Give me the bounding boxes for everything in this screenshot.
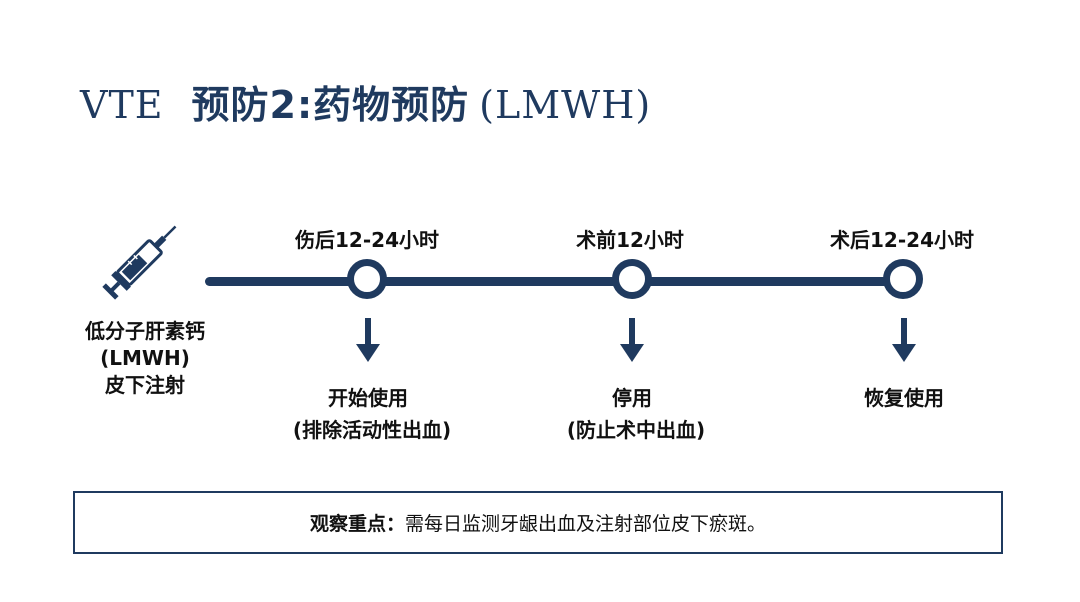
arrow-down-icon [892,318,916,364]
timeline-note-1: (排除活动性出血) [292,418,452,442]
title-main: 预防2:药物预防 [191,83,470,127]
timeline-action-3: 恢复使用 [864,386,944,410]
drug-route: 皮下注射 [105,373,185,397]
timeline-note-2: (防止术中出血) [566,418,706,442]
timeline-action-1: 开始使用 [328,386,408,410]
observation-label: 观察重点： [309,513,405,535]
timeline-time-2: 术前12小时 [576,228,684,252]
drug-abbr: (LMWH) [100,346,190,370]
title-prefix: VTE [80,83,164,127]
timeline-node-3 [883,259,923,299]
title-abbr: (LMWH) [479,83,652,127]
timeline-node-1 [347,259,387,299]
arrow-down-icon [620,318,644,364]
observation-box: 观察重点：需每日监测牙龈出血及注射部位皮下瘀斑。 [73,491,1003,554]
timeline-time-3: 术后12-24小时 [830,228,974,252]
timeline-time-1: 伤后12-24小时 [295,228,439,252]
drug-label: 低分子肝素钙 (LMWH) 皮下注射 [80,318,210,399]
drug-name: 低分子肝素钙 [85,319,205,343]
timeline-line [205,277,905,286]
page-title: VTE 预防2:药物预防(LMWH) [80,74,651,129]
syringe-icon [102,225,177,300]
timeline-node-2 [612,259,652,299]
observation-text: 需每日监测牙龈出血及注射部位皮下瘀斑。 [405,513,767,535]
arrow-down-icon [356,318,380,364]
timeline-action-2: 停用 [612,386,652,410]
